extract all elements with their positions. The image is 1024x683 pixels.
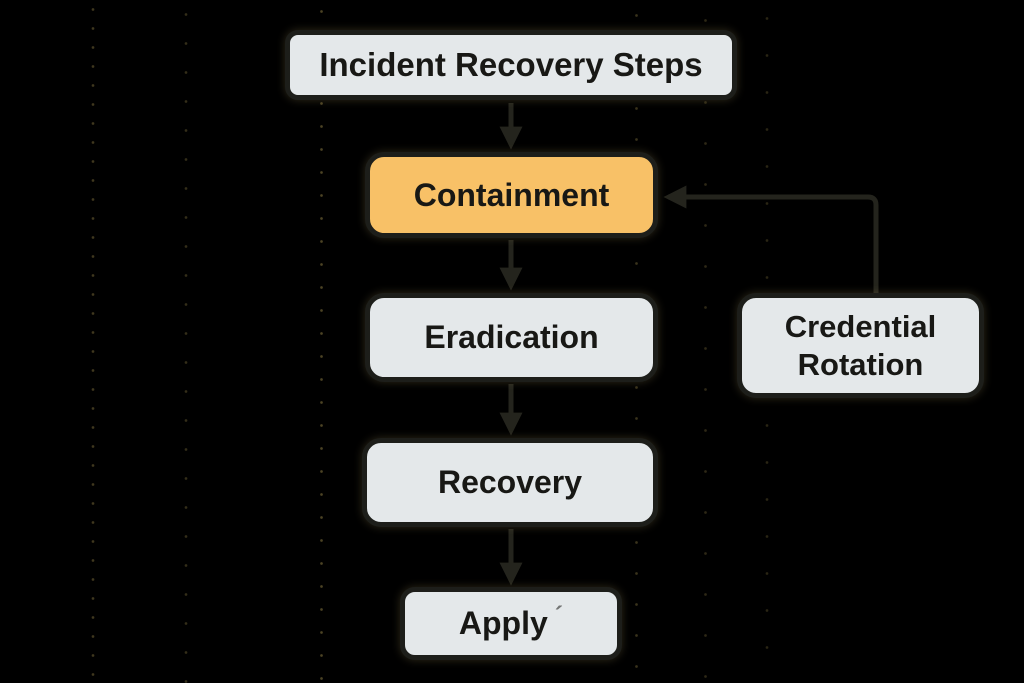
node-title-label: Incident Recovery Steps [319, 46, 703, 83]
arrow-credential-rotation-to-containment [663, 185, 879, 293]
node-recovery-label: Recovery [437, 464, 583, 500]
node-eradication-label: Eradication [424, 319, 599, 355]
node-apply-suffix-mark: ´ [554, 602, 564, 630]
node-credential-rotation: Credential Rotation [737, 293, 984, 398]
node-recovery: Recovery [362, 438, 658, 527]
node-apply: Apply ´ [400, 587, 622, 660]
node-apply-label: Apply [458, 605, 548, 641]
node-containment-label: Containment [413, 176, 610, 213]
node-containment: Containment [365, 152, 658, 238]
node-incident-recovery-steps: Incident Recovery Steps [285, 30, 737, 100]
node-eradication: Eradication [365, 293, 658, 382]
node-credential-rotation-label: Credential Rotation [784, 308, 937, 382]
